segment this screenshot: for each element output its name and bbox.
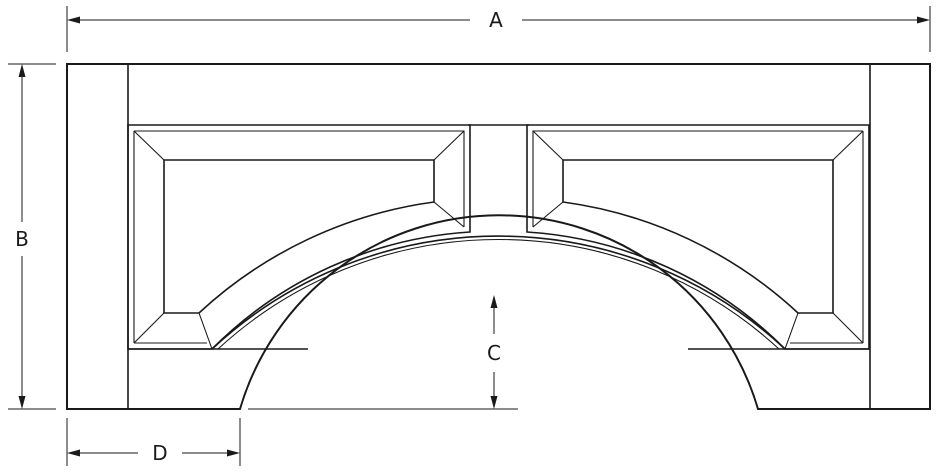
right-panel-bevel-arch	[784, 312, 799, 350]
dim-d-arrow-right	[227, 449, 240, 457]
left-panel-bevel-bl	[133, 312, 165, 344]
left-panel-outer-edge	[127, 124, 471, 350]
right-panel-bevel-br	[832, 312, 864, 344]
dimension-b: B	[8, 63, 56, 410]
left-panel-inner-field	[163, 159, 435, 314]
dimension-c: C	[248, 295, 518, 410]
dim-a-label: A	[489, 8, 503, 32]
dim-d-arrow-left	[67, 449, 80, 457]
right-panel-inner-field	[562, 159, 834, 314]
right-panel-mid-edge	[532, 130, 863, 227]
frame-outline	[66, 63, 931, 410]
dim-b-arrow-bottom	[18, 396, 26, 409]
dim-a-arrow-left	[67, 16, 80, 24]
left-panel-bevel-tl	[133, 130, 165, 161]
right-panel-bevel-tr	[832, 130, 864, 161]
left-raised-panel	[127, 124, 471, 350]
dim-c-arrow-bottom	[490, 396, 498, 409]
right-panel-outer-edge	[526, 124, 870, 350]
dimension-a: A	[66, 6, 931, 52]
arch-rail-moulding	[211, 235, 786, 350]
right-panel-bevel-tl	[532, 130, 564, 161]
left-panel-mid-edge	[134, 130, 465, 227]
dim-c-label: C	[487, 341, 501, 365]
dimension-d: D	[66, 418, 241, 466]
dim-b-label: B	[15, 227, 29, 251]
dim-d-label: D	[152, 441, 167, 465]
dim-b-arrow-top	[18, 64, 26, 77]
arch-rail-bead-line	[217, 239, 780, 350]
left-panel-bevel-br	[433, 201, 465, 228]
dim-a-arrow-right	[917, 16, 930, 24]
right-raised-panel	[526, 124, 870, 350]
left-panel-bevel-arch	[198, 312, 213, 350]
arch-rail-top-edge	[211, 235, 786, 350]
dim-c-arrow-top	[490, 295, 498, 308]
right-panel-bevel-bl	[532, 201, 564, 228]
left-panel-bevel-tr	[433, 130, 465, 161]
